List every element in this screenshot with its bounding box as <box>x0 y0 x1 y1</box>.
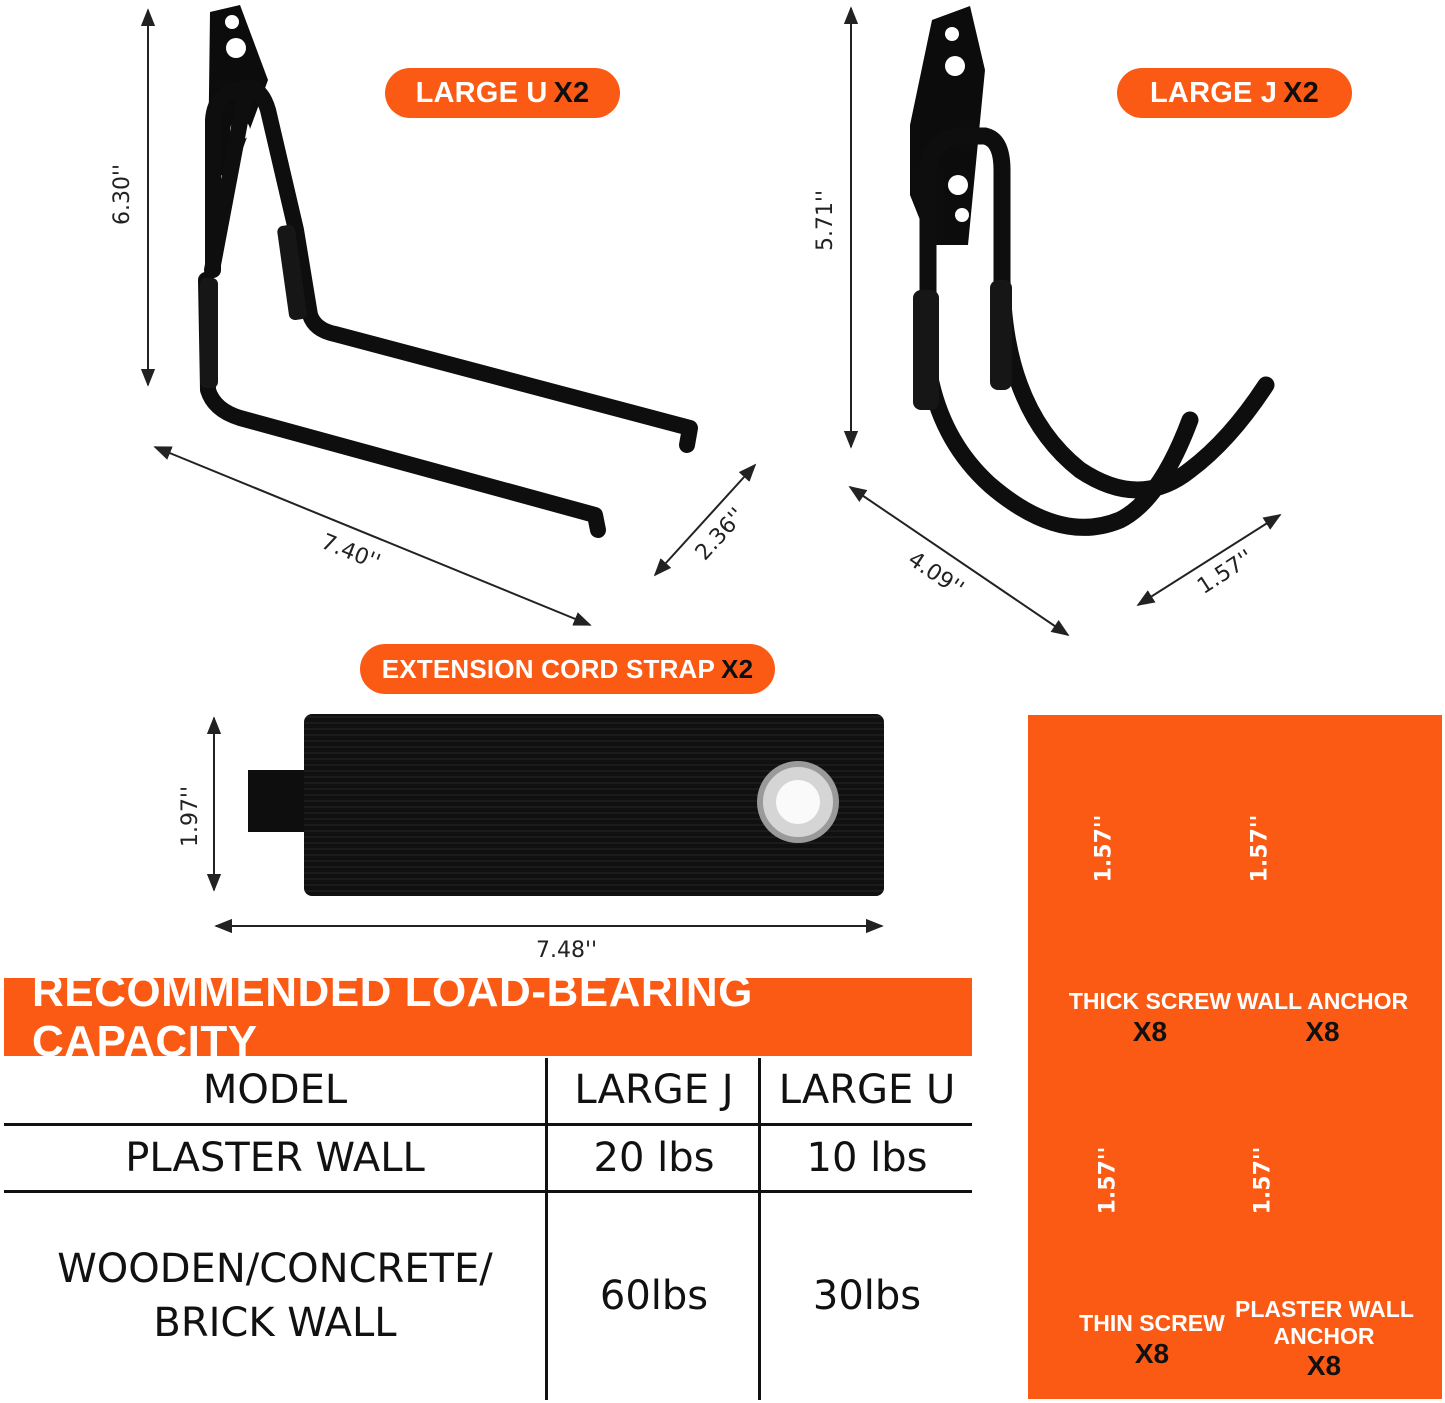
capacity-title: RECOMMENDED LOAD-BEARING CAPACITY <box>4 967 972 1066</box>
thick-screw-name: THICK SCREW <box>1068 988 1232 1014</box>
large-u-label-qty: X2 <box>553 76 590 109</box>
dimension-arrows <box>140 6 1282 934</box>
wall-anchor-name: WALL ANCHOR <box>1236 988 1409 1014</box>
wooden-wall-large-u-value: 30lbs <box>812 1272 922 1319</box>
wall-anchor-qty: X8 <box>1305 1016 1340 1047</box>
thick-screw-qty: X8 <box>1132 1016 1168 1047</box>
large-j-hook-image <box>910 6 1275 536</box>
thin-screw-qty: X8 <box>1134 1338 1170 1369</box>
large-j-label-name: LARGE J <box>1150 76 1278 109</box>
row-label-line: WOODEN/CONCRETE/ <box>57 1245 493 1292</box>
large-u-label: LARGE U X2 <box>385 68 620 118</box>
large-j-label-qty: X2 <box>1283 76 1319 109</box>
column-header-model: MODEL <box>202 1067 348 1113</box>
plaster-wall-anchor-name-line1: PLASTER WALL <box>1235 1296 1414 1322</box>
table-column-divider <box>758 1058 761 1400</box>
plaster-wall-anchor-name-line2: ANCHOR <box>1273 1323 1375 1349</box>
plaster-wall-large-j-value: 20 lbs <box>593 1135 715 1181</box>
wooden-wall-large-j-value: 60lbs <box>599 1272 709 1319</box>
extension-cord-strap-image <box>248 714 884 896</box>
thin-screw-size: 1.57'' <box>1095 1146 1121 1215</box>
thick-screw-size: 1.57'' <box>1091 814 1117 883</box>
strap-label-name: EXTENSION CORD STRAP <box>381 653 716 684</box>
large-u-label-name: LARGE U <box>415 76 548 109</box>
strap-length-dimension: 7.48'' <box>536 938 598 963</box>
large-j-label: LARGE J X2 <box>1117 68 1352 118</box>
row-label-line: BRICK WALL <box>153 1299 397 1346</box>
extension-cord-strap-label: EXTENSION CORD STRAP X2 <box>360 644 775 694</box>
j-height-dimension: 5.71'' <box>813 189 839 252</box>
u-height-dimension: 6.30'' <box>110 163 136 226</box>
plaster-wall-anchor-size: 1.57'' <box>1250 1146 1276 1215</box>
table-column-divider <box>545 1058 548 1400</box>
row-label-plaster-wall: PLASTER WALL <box>125 1135 425 1181</box>
row-label-wooden-concrete-brick-wall: WOODEN/CONCRETE/ BRICK WALL <box>4 1193 546 1398</box>
column-header-large-j: LARGE J <box>574 1067 734 1113</box>
hardware-panel <box>1028 715 1442 1399</box>
column-header-large-u: LARGE U <box>778 1067 956 1113</box>
table-divider <box>4 1123 972 1126</box>
table-divider <box>4 1190 972 1193</box>
wall-anchor-size: 1.57'' <box>1247 814 1273 883</box>
strap-height-dimension: 1.97'' <box>178 785 204 848</box>
large-u-hook-image <box>198 5 698 538</box>
thin-screw-name: THIN SCREW <box>1079 1310 1225 1336</box>
plaster-wall-large-u-value: 10 lbs <box>806 1135 928 1181</box>
strap-label-qty: X2 <box>721 653 754 684</box>
plaster-wall-anchor-qty: X8 <box>1306 1350 1342 1381</box>
